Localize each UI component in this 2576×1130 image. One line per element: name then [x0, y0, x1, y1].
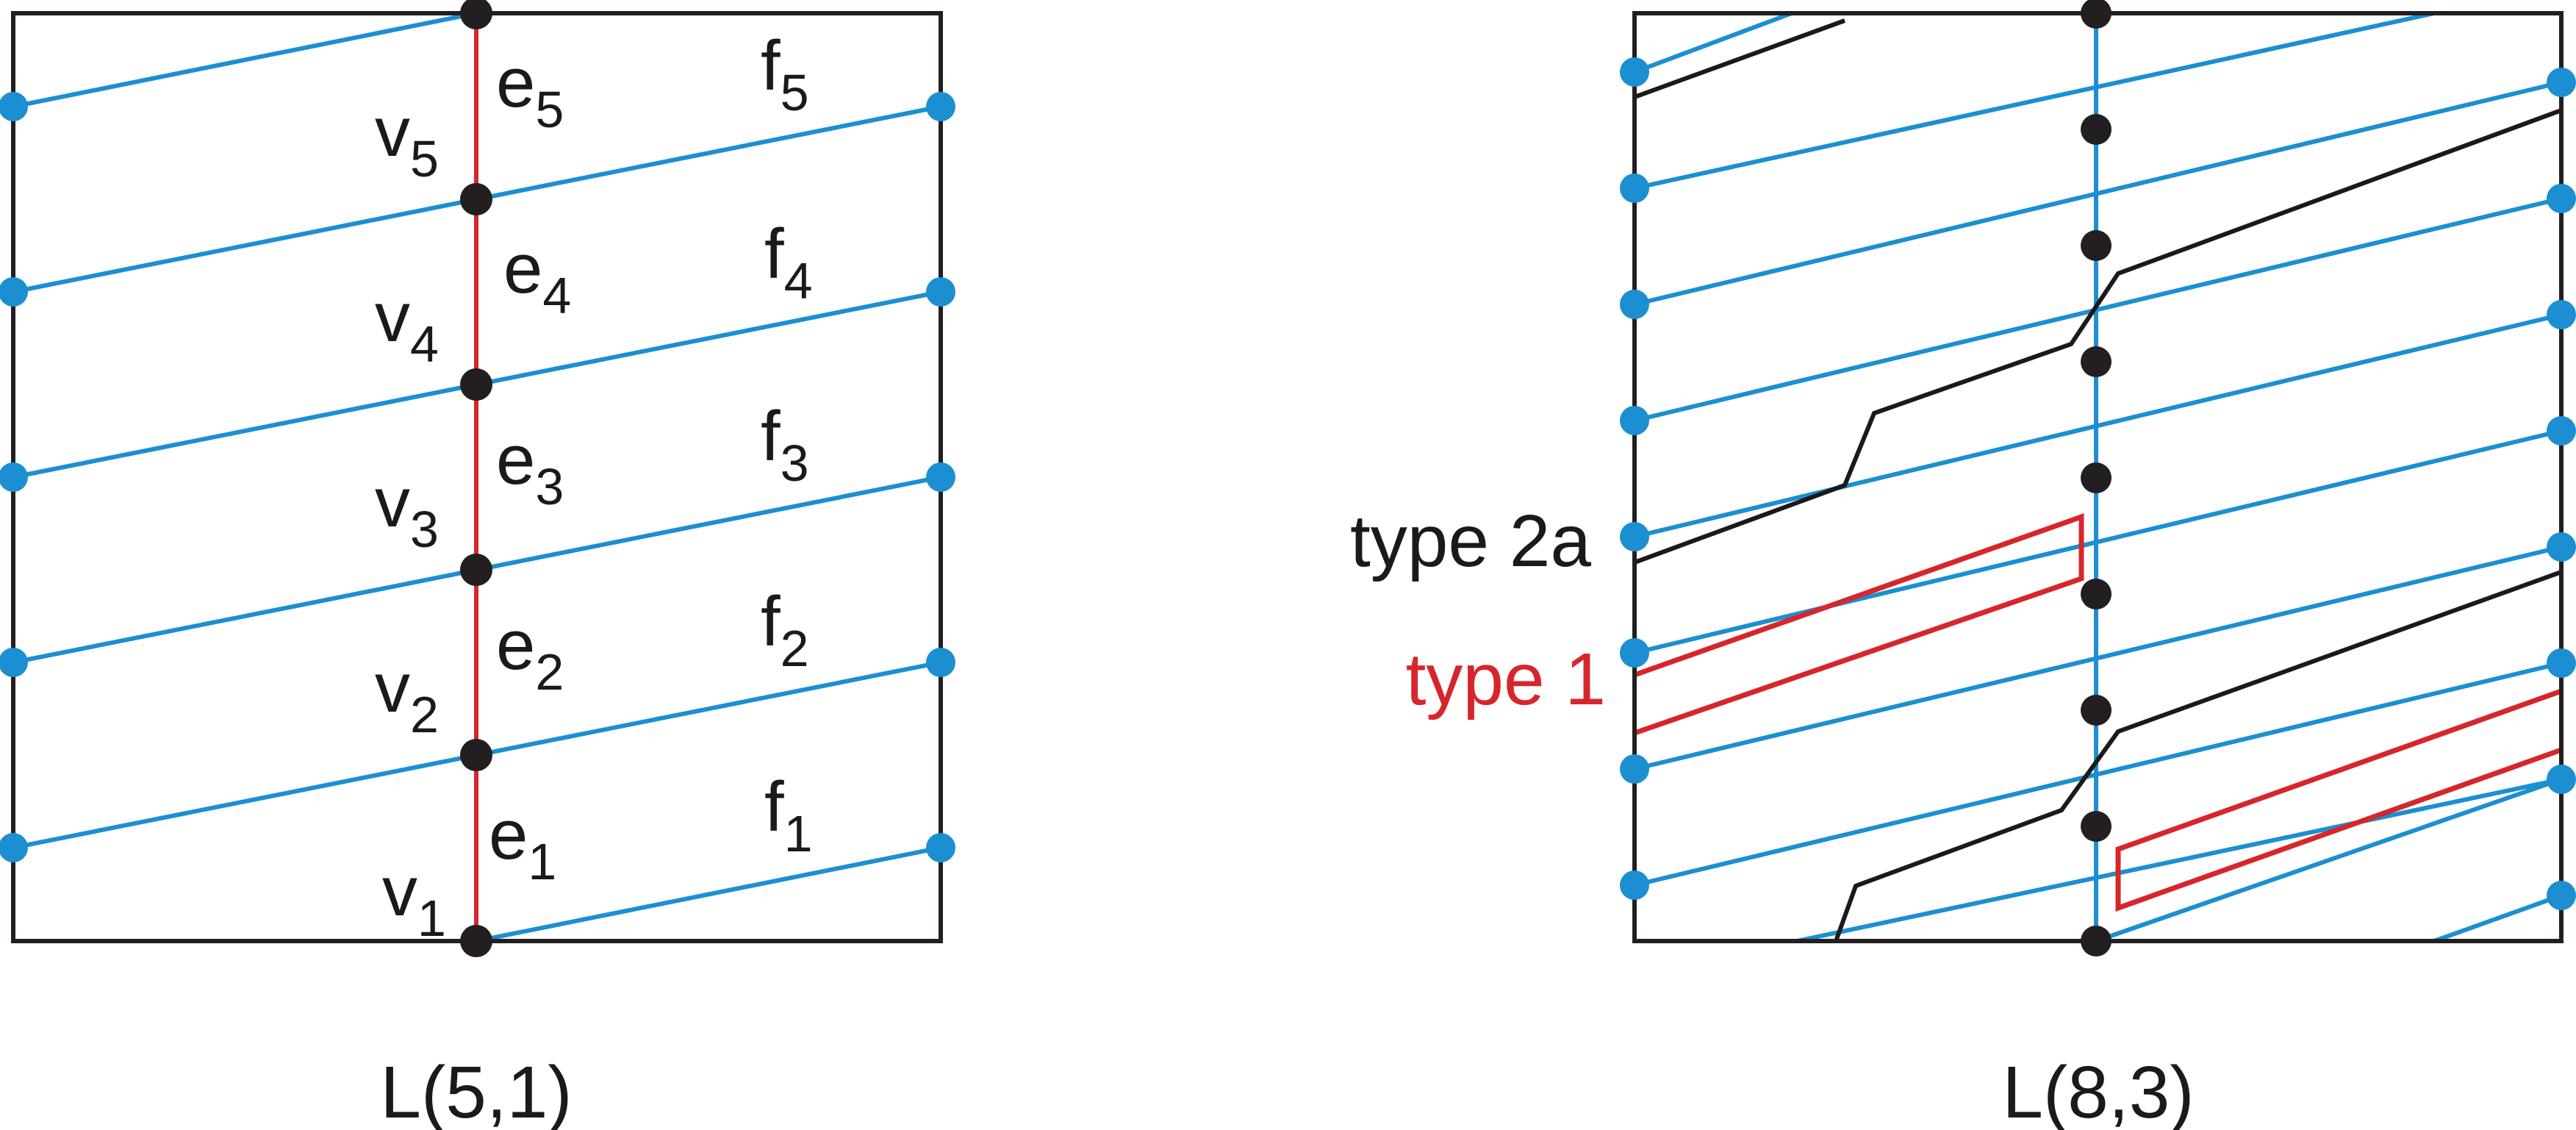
blue-point	[926, 92, 955, 121]
vertex-point	[460, 0, 492, 29]
blue-line	[1796, 777, 2562, 943]
blue-point	[2547, 532, 2576, 562]
right-caption: L(8,3)	[2002, 1051, 2194, 1130]
vertex-labels: v1 v2 v3 v4 v5	[375, 93, 446, 947]
edge-label-e4: e4	[503, 229, 571, 324]
blue-line	[1633, 11, 1793, 74]
vertex-label-v5: v5	[375, 93, 439, 187]
edge-label-e3: e3	[496, 421, 564, 515]
blue-line	[1634, 80, 2562, 307]
blue-point	[1620, 870, 1649, 900]
blue-line	[2433, 893, 2563, 943]
type-2a-curve	[1633, 108, 2563, 565]
vertex-point	[460, 739, 492, 771]
vertex-label-v2: v2	[375, 648, 439, 743]
blue-point	[1620, 174, 1649, 203]
blue-point	[926, 833, 955, 862]
face-label-f3: f3	[761, 397, 809, 492]
blue-point	[2547, 881, 2576, 910]
vertex-point	[460, 925, 492, 957]
blue-point	[1620, 290, 1649, 319]
blue-point	[2547, 765, 2576, 794]
blue-line	[1634, 312, 2562, 539]
blue-point	[926, 648, 955, 677]
type-2a-curve	[1633, 18, 1846, 99]
blue-point	[0, 92, 28, 121]
blue-point	[2547, 648, 2576, 678]
edge-labels: e1 e2 e3 e4 e5	[489, 43, 571, 890]
left-caption: L(5,1)	[380, 1051, 572, 1130]
blue-point	[0, 277, 28, 307]
type-1-loop	[1633, 513, 2084, 736]
right-blue-lines	[1633, 11, 2563, 943]
face-label-f2: f2	[761, 582, 809, 677]
vertex-point	[2081, 926, 2112, 956]
vertex-point	[460, 554, 492, 586]
vertex-label-v3: v3	[375, 463, 439, 558]
blue-point	[926, 462, 955, 492]
type-1-loop	[2115, 688, 2563, 912]
blue-point	[0, 833, 28, 862]
type-1-loops	[1633, 513, 2563, 912]
blue-line	[12, 11, 477, 109]
vertex-point	[2081, 695, 2112, 726]
vertex-point	[2081, 0, 2112, 29]
right-panel: type 2a type 1 L(8,3)	[1350, 0, 2576, 1130]
legend-type-1: type 1	[1406, 638, 1606, 720]
vertex-point	[460, 368, 492, 401]
vertex-point	[2081, 811, 2112, 842]
blue-line	[2095, 777, 2562, 943]
face-label-f4: f4	[764, 215, 813, 310]
vertex-label-v4: v4	[375, 278, 439, 373]
blue-point	[1620, 406, 1649, 435]
blue-line	[1634, 545, 2562, 771]
vertex-point	[460, 183, 492, 215]
blue-point	[2547, 184, 2576, 213]
blue-point	[1620, 638, 1649, 668]
left-vertex-points	[460, 0, 492, 957]
blue-line	[476, 845, 941, 943]
blue-point	[1620, 522, 1649, 551]
blue-line	[1634, 196, 2562, 423]
blue-line	[1634, 11, 2435, 190]
face-label-f5: f5	[761, 26, 809, 121]
right-vertex-points	[2081, 0, 2112, 956]
vertex-label-v1: v1	[382, 852, 446, 947]
vertex-point	[2081, 462, 2112, 493]
face-label-f1: f1	[764, 768, 813, 862]
legend-type-2a: type 2a	[1350, 500, 1591, 582]
blue-point	[2547, 300, 2576, 329]
right-blue-points-left	[1620, 57, 1649, 900]
vertex-point	[2081, 346, 2112, 377]
vertex-point	[2081, 114, 2112, 145]
left-blue-points	[0, 92, 955, 862]
edge-label-e2: e2	[496, 606, 564, 701]
type-2a-curves	[1633, 18, 2563, 943]
edge-label-e5: e5	[496, 43, 564, 138]
blue-point	[0, 462, 28, 492]
blue-point	[926, 277, 955, 307]
blue-point	[1620, 754, 1649, 784]
left-panel: v1 v2 v3 v4 v5 e1 e2 e3 e4 e5 f1 f2 f3 f…	[0, 0, 955, 1130]
blue-line	[1634, 661, 2562, 887]
face-labels: f1 f2 f3 f4 f5	[761, 26, 813, 862]
blue-point	[0, 648, 28, 677]
edge-label-e1: e1	[489, 795, 556, 890]
vertex-point	[2081, 230, 2112, 261]
vertex-point	[2081, 579, 2112, 609]
type-2a-curve	[1834, 570, 2563, 943]
blue-point	[2547, 416, 2576, 446]
blue-line	[1634, 429, 2562, 655]
blue-point	[2547, 68, 2576, 97]
blue-point	[1620, 57, 1649, 87]
right-blue-points-right	[2547, 68, 2576, 910]
